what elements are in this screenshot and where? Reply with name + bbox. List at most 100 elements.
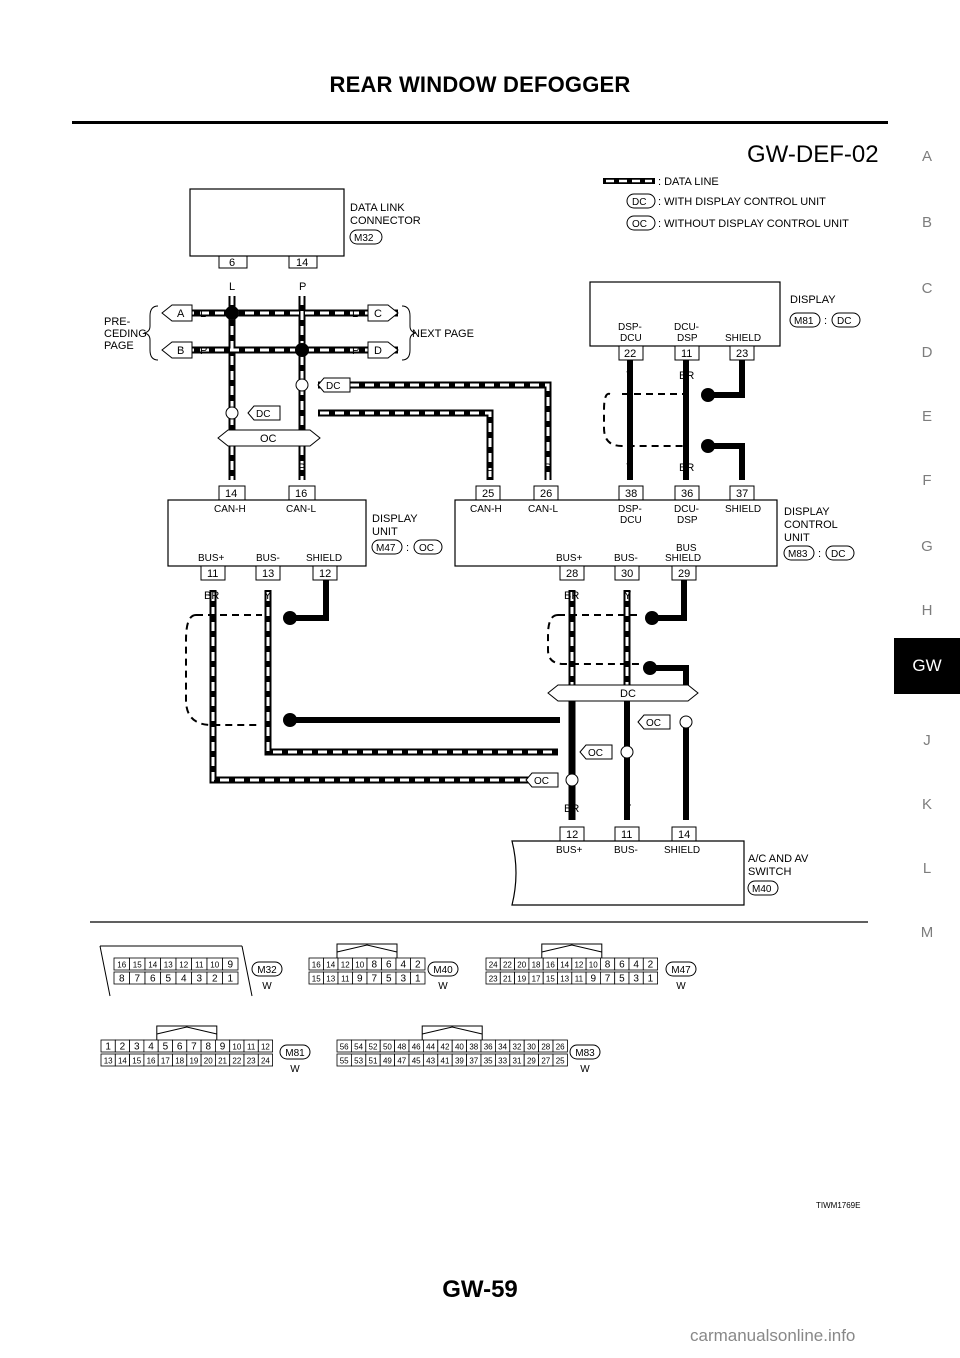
section-index-gw-active[interactable]: GW (894, 638, 960, 694)
display-pin-22: 22 (624, 348, 636, 360)
arrow-b (161, 341, 193, 359)
next-page-label: NEXT PAGE (412, 328, 474, 340)
section-index-j[interactable]: J (923, 732, 931, 749)
connector-pin-number: 13 (164, 961, 173, 970)
connector-pin-number: 8 (205, 1042, 211, 1053)
connector-pin-number: 14 (118, 1057, 127, 1066)
section-index-g[interactable]: G (921, 538, 933, 555)
du-connector: M47 (376, 543, 396, 554)
oc-tag-y: OC (588, 748, 603, 759)
display-name: DISPLAY (790, 294, 836, 306)
sw-color-y: Y (624, 803, 632, 815)
legend: : DATA LINE DC : WITH DISPLAY CONTROL UN… (603, 176, 849, 231)
connector-face-hood (541, 943, 603, 958)
connector-pin-number: 47 (397, 1057, 406, 1066)
footer-watermark: carmanualsonline.info (690, 1326, 856, 1345)
display-box (589, 281, 781, 347)
dc-band: DC (547, 684, 699, 702)
connector-pin-number: 45 (412, 1057, 421, 1066)
connector-pin-number: 38 (469, 1043, 478, 1052)
du-color-br: BR (204, 590, 219, 602)
connector-pin-number: 8 (371, 960, 377, 971)
sw-name-2: SWITCH (748, 866, 791, 878)
connector-face-id: M47 (671, 965, 691, 976)
display-pin-23: 23 (736, 348, 748, 360)
connector-pin-cell (410, 957, 426, 971)
section-index-k[interactable]: K (921, 796, 932, 813)
sw-pin-14: 14 (678, 829, 690, 841)
section-index-e[interactable]: E (921, 408, 932, 425)
dcu-shield-outline (547, 614, 640, 665)
ac-av-switch: BR Y 12 11 14 BUS+ BUS- SHIELD A/C AND A… (511, 803, 809, 906)
dc-tag-p: DC (326, 381, 340, 392)
du-name-1: DISPLAY (372, 513, 418, 525)
connector-pin-number: 6 (177, 1042, 183, 1053)
dcu-pin-29: 29 (678, 568, 690, 580)
section-index-l[interactable]: L (922, 860, 932, 877)
next-page: L P C D NEXT PAGE (352, 304, 474, 361)
sw-pin-11: 11 (621, 829, 632, 841)
display-color-y: Y (626, 370, 634, 382)
connector-pin-number: 53 (354, 1057, 363, 1066)
connector-pin-number: 23 (247, 1057, 256, 1066)
oc-tag-br: OC (534, 776, 549, 787)
connector-pin-number: 1 (415, 974, 421, 985)
du-pin-12: 12 (319, 568, 331, 580)
connector-pin-number: 3 (196, 974, 202, 985)
arrow-b-label: B (177, 345, 184, 357)
dcu-label-canh: CAN-H (470, 504, 502, 515)
section-index-h[interactable]: H (921, 602, 933, 619)
sw-label-shield: SHIELD (664, 845, 700, 856)
connector-pin-number: 14 (560, 961, 569, 970)
section-index-a[interactable]: A (921, 148, 932, 165)
connector-pin-number: 23 (489, 975, 498, 984)
splice-display-shield-2 (701, 439, 715, 453)
display-unit-block: DISPLAY M81 : DC DSP- DCU DCU- DSP SHIEL… (589, 281, 861, 474)
connector-pin-number: 13 (326, 975, 335, 984)
splice-points (225, 306, 715, 787)
connector-pin-number: 8 (605, 960, 611, 971)
connector-pin-cell (222, 957, 239, 971)
connector-pin-number: 32 (513, 1043, 522, 1052)
dlc-connector-tag-box (349, 229, 383, 245)
section-index-d[interactable]: D (921, 344, 933, 361)
arrow-c (367, 304, 399, 322)
sw-label-busplus: BUS+ (556, 845, 583, 856)
connector-pin-number: 17 (532, 975, 541, 984)
section-index-m[interactable]: M (920, 924, 934, 941)
connector-pin-number: 39 (455, 1057, 464, 1066)
section-index-b[interactable]: B (921, 214, 932, 231)
section-index: A B C D E F G H GW J K L M (892, 0, 960, 1358)
connector-pin-number: 18 (532, 961, 541, 970)
dcu-pin-36: 36 (681, 488, 693, 500)
connector-pin-number: 2 (415, 960, 421, 971)
connector-face-tag-box (569, 1044, 601, 1060)
section-index-f[interactable]: F (922, 472, 932, 489)
connector-pin-cell (257, 1039, 273, 1053)
dc-tag-l: DC (256, 409, 270, 420)
splice-oc-y (620, 745, 634, 759)
du-label-canl: CAN-L (286, 504, 316, 515)
wiring-diagram: GW-DEF-02 : DATA LINE DC : WITH DISPLAY … (90, 141, 879, 1210)
display-control-unit: 25 26 38 36 37 CAN-H CAN-L DSP- DCU DCU-… (454, 485, 855, 602)
connector-face-color: W (290, 1064, 300, 1075)
section-index-c[interactable]: C (921, 280, 933, 297)
arrow-d (367, 341, 399, 359)
connector-pin-number: 2 (120, 1042, 126, 1053)
connector-pin-number: 33 (498, 1057, 507, 1066)
dcu-label-busplus: BUS+ (556, 553, 583, 564)
connector-pin-number: 20 (517, 961, 526, 970)
display-pin-label-3: SHIELD (725, 333, 761, 344)
connector-pin-cell (222, 971, 239, 985)
connector-pin-number: 43 (426, 1057, 435, 1066)
connector-pin-number: 4 (633, 960, 639, 971)
connector-face-tag-box (665, 961, 697, 977)
dcu-box (454, 499, 778, 567)
connector-pin-cell (552, 1039, 568, 1053)
connector-pin-number: 12 (261, 1043, 270, 1052)
connector-pin-number: 16 (147, 1057, 156, 1066)
dcu-pin-25: 25 (482, 488, 494, 500)
connector-face-latch (541, 944, 602, 953)
